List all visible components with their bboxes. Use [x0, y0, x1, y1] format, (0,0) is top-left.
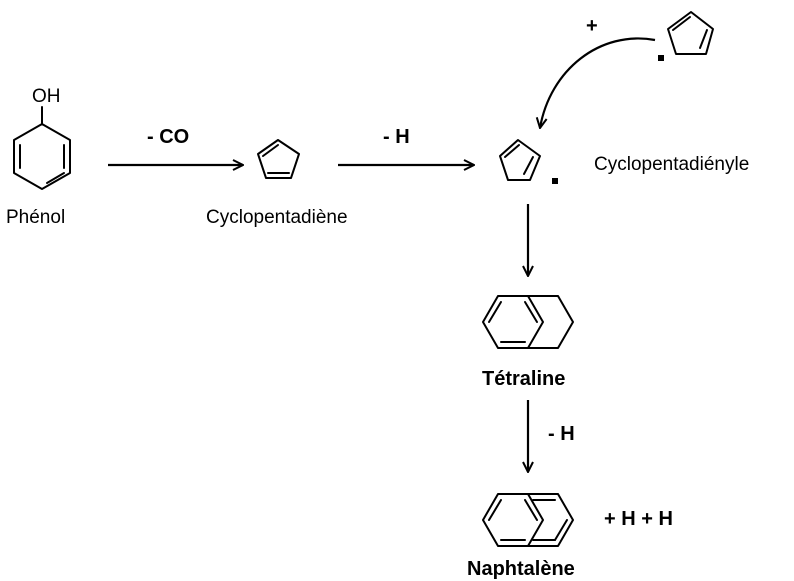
radical-dot — [658, 55, 664, 61]
oh-label: OH — [32, 86, 61, 107]
cyclopentadiene-molecule — [257, 139, 300, 179]
phenol-label: Phénol — [6, 207, 65, 228]
cyclopentadiene-label: Cyclopentadiène — [206, 207, 348, 228]
arrow-radical-addition — [540, 37, 656, 128]
cyclopentadienyl-radical-upper — [658, 11, 714, 61]
naphtalene-molecule — [482, 493, 574, 547]
tetraline-molecule — [482, 295, 574, 349]
cyclopentadienyle-label: Cyclopentadiényle — [594, 154, 749, 175]
minus-co-label: - CO — [147, 126, 189, 148]
cyclopentadienyl-radical-lower — [499, 139, 558, 184]
minus-h-label-2: - H — [548, 423, 575, 445]
minus-h-label-1: - H — [383, 126, 410, 148]
plus-h-h-label: + H + H — [604, 508, 673, 530]
tetraline-label: Tétraline — [482, 368, 565, 390]
naphtalene-label: Naphtalène — [467, 558, 575, 580]
radical-dot — [552, 178, 558, 184]
plus-label: + — [586, 15, 598, 37]
phenol-molecule — [13, 106, 71, 190]
